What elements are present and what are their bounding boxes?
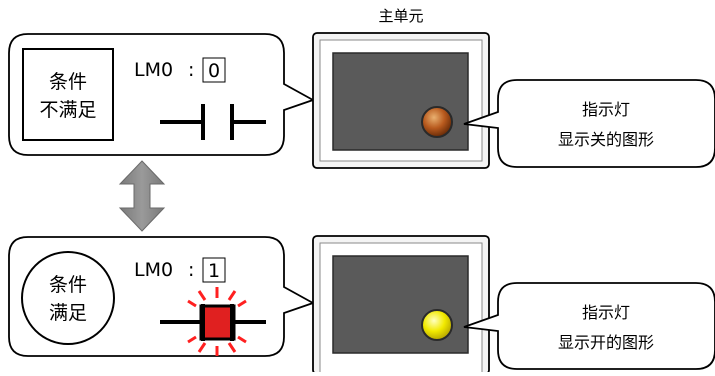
top-main-unit — [312, 32, 490, 169]
top-address-label: LM0 — [134, 59, 173, 81]
top-callout-line1: 指示灯 — [582, 100, 630, 119]
bottom-colon: : — [188, 259, 194, 281]
top-condition-box — [22, 48, 114, 141]
bottom-lamp-callout — [463, 282, 715, 370]
top-condition-text-line2: 不满足 — [39, 99, 96, 121]
top-unit-screen — [332, 52, 469, 151]
bottom-callout-line2: 显示开的图形 — [558, 333, 654, 352]
top-callout-line2: 显示关的图形 — [558, 130, 654, 149]
top-colon: : — [188, 59, 194, 81]
bottom-callout-line1: 指示灯 — [582, 303, 630, 322]
top-lamp-callout — [463, 79, 715, 168]
bottom-address-label: LM0 — [134, 259, 173, 281]
bottom-condition-circle — [21, 251, 115, 345]
bottom-value-box — [202, 257, 226, 283]
bottom-condition-text-line1: 条件 — [49, 274, 87, 296]
top-condition-text-line1: 条件 — [49, 71, 87, 93]
top-contact-symbol — [160, 104, 266, 140]
top-value: 0 — [208, 60, 220, 82]
top-lamp-off — [421, 106, 453, 138]
bottom-contact-flash-lines — [187, 287, 247, 356]
bottom-main-unit — [312, 235, 490, 375]
bottom-unit-screen — [332, 255, 469, 354]
bottom-condition-text-line2: 满足 — [49, 302, 87, 324]
bottom-contact-on — [199, 304, 236, 341]
bottom-contact-symbol — [160, 287, 266, 356]
top-value-box — [202, 57, 226, 83]
state-change-arrow — [118, 160, 166, 232]
bottom-lamp-on — [421, 309, 453, 341]
bottom-value: 1 — [208, 260, 220, 282]
main-unit-label: 主单元 — [378, 7, 423, 25]
